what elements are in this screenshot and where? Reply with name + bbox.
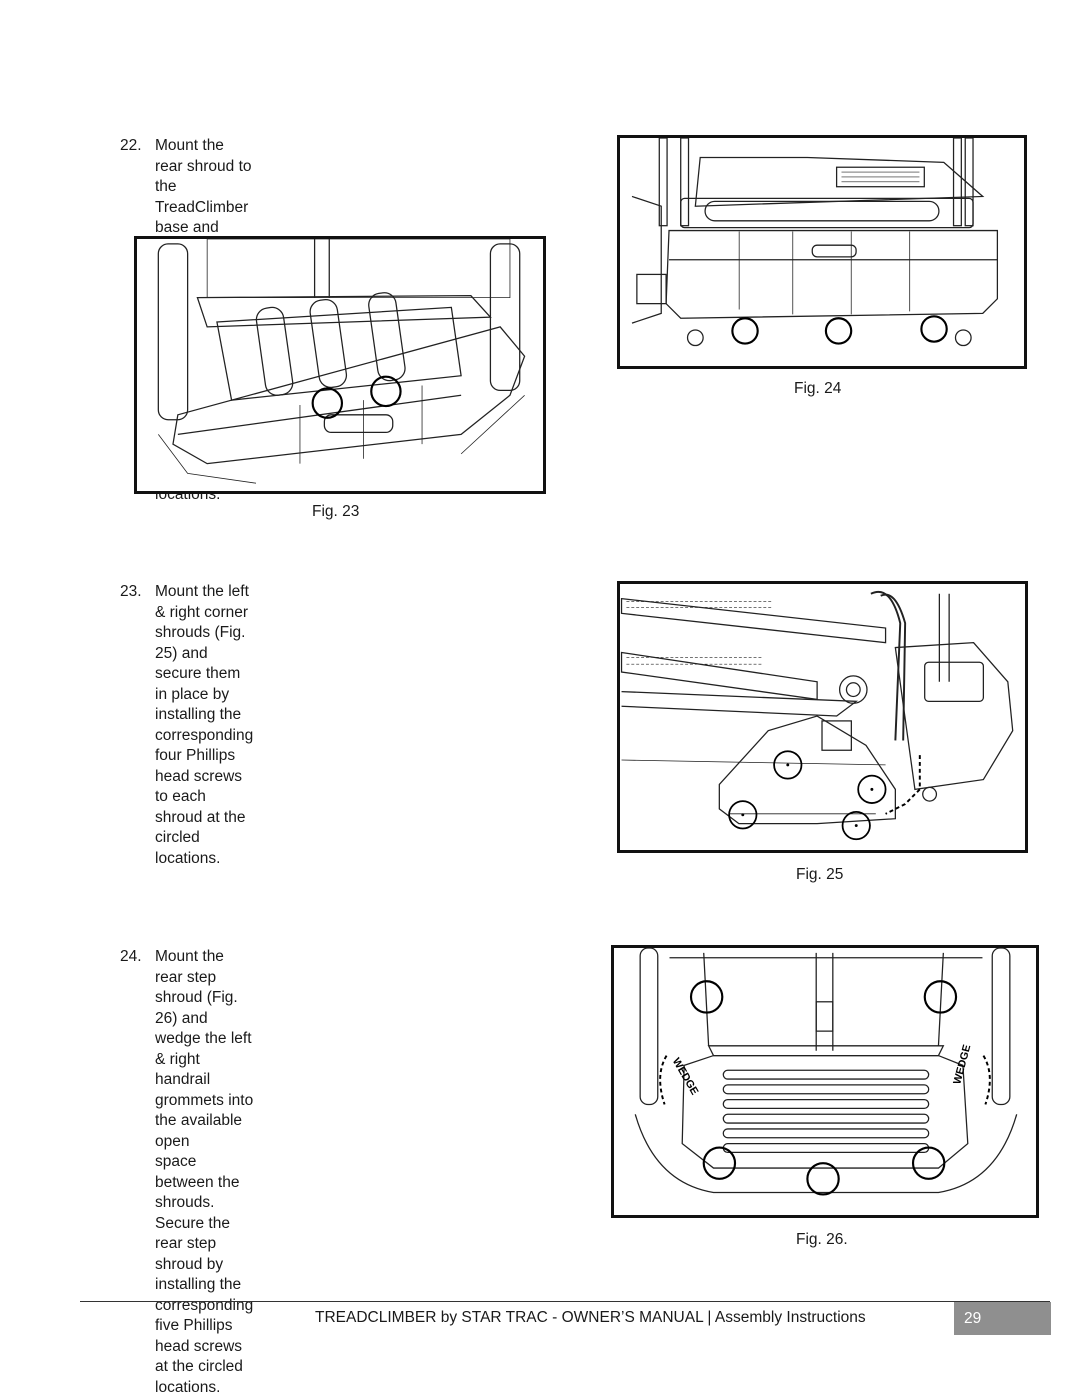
wedge-label-left: WEDGE [670,1056,701,1097]
screw-circles [728,750,887,841]
footer-text: TREADCLIMBER by STAR TRAC - OWNER’S MANU… [315,1309,866,1326]
figure-25-caption: Fig. 25 [796,866,844,883]
step-text: Mount the rear step shroud (Fig. 26) and… [155,948,254,1396]
screw-circles [731,315,948,345]
screw-circles [689,980,958,1196]
figure-26-caption: Fig. 26. [796,1231,848,1248]
step-number: 24. [120,948,142,965]
figure-24 [617,135,1027,369]
footer-rule [80,1301,1050,1302]
figure-24-caption: Fig. 24 [794,380,842,397]
rear-step-shroud-drawing: WEDGE WEDGE [634,948,1018,1196]
step-number: 22. [120,137,142,154]
page-number: 29 [954,1302,1051,1335]
figure-23-caption: Fig. 23 [312,503,360,520]
figure-26: WEDGE WEDGE [611,945,1039,1218]
screw-circles [311,375,402,419]
figure-25 [617,581,1028,853]
wedge-label-right: WEDGE [951,1043,973,1085]
step-text: Mount the left & right corner shrouds (F… [155,583,254,867]
corner-shroud-drawing [620,590,1014,841]
rear-shroud-lower-drawing [631,138,999,347]
step-number: 23. [120,583,142,600]
rear-shroud-top-drawing [157,239,526,484]
figure-23 [134,236,546,494]
